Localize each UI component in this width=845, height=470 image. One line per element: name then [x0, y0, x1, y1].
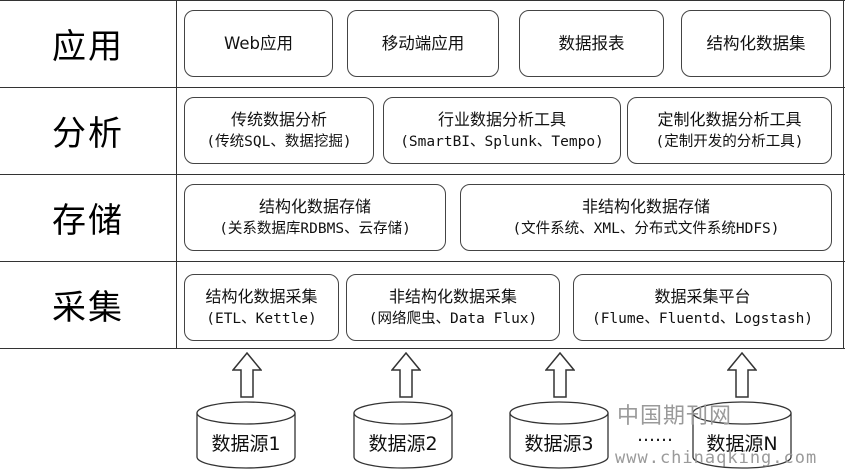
collect-box-platform: 数据采集平台 (Flume、Fluentd、Logstash): [573, 274, 832, 341]
layer-label-app: 应用: [52, 27, 124, 67]
collect-box-unstructured-sub: (网络爬虫、Data Flux): [368, 310, 538, 327]
collect-box-structured-sub: (ETL、Kettle): [206, 310, 317, 327]
layer-label-collect: 采集: [52, 288, 124, 328]
ellipsis: ……: [637, 425, 673, 446]
storage-box-structured-title: 结构化数据存储: [258, 197, 371, 217]
data-source-cylinder: 数据源2: [353, 401, 453, 469]
grid-line-4: [0, 348, 845, 349]
app-box-dataset-title: 结构化数据集: [706, 33, 806, 53]
up-arrow-icon: [727, 352, 757, 398]
layer-label-storage: 存储: [52, 201, 124, 241]
analysis-box-custom-sub: (定制开发的分析工具): [655, 133, 804, 150]
app-box-web-title: Web应用: [224, 33, 293, 53]
up-arrow-icon: [391, 352, 421, 398]
analysis-box-industry-sub: (SmartBI、Splunk、Tempo): [400, 133, 604, 150]
storage-box-unstructured-title: 非结构化数据存储: [581, 197, 710, 217]
layer-label-analysis: 分析: [52, 114, 124, 154]
storage-box-structured-sub: (关系数据库RDBMS、云存储): [219, 220, 411, 237]
data-source-cylinder: 数据源3: [509, 401, 609, 469]
collect-box-structured: 结构化数据采集 (ETL、Kettle): [184, 274, 339, 341]
analysis-box-traditional: 传统数据分析 (传统SQL、数据挖掘): [184, 97, 374, 164]
grid-line-1: [0, 87, 845, 88]
analysis-box-industry-title: 行业数据分析工具: [437, 110, 566, 130]
data-source-label: 数据源1: [211, 433, 281, 455]
grid-divider: [176, 0, 177, 348]
collect-box-unstructured: 非结构化数据采集 (网络爬虫、Data Flux): [346, 274, 560, 341]
app-box-web: Web应用: [184, 10, 333, 77]
analysis-box-custom: 定制化数据分析工具 (定制开发的分析工具): [627, 97, 832, 164]
data-source-label: 数据源N: [706, 433, 778, 455]
grid-line-top: [0, 0, 845, 1]
grid-right-edge: [843, 0, 844, 348]
collect-box-structured-title: 结构化数据采集: [205, 287, 318, 307]
data-source-label: 数据源3: [524, 433, 594, 455]
up-arrow-icon: [232, 352, 262, 398]
collect-box-platform-sub: (Flume、Fluentd、Logstash): [591, 310, 814, 327]
data-source-label: 数据源2: [368, 433, 438, 455]
grid-line-3: [0, 261, 845, 262]
storage-box-unstructured-sub: (文件系统、XML、分布式文件系统HDFS): [512, 220, 780, 237]
app-box-dataset: 结构化数据集: [681, 10, 831, 77]
storage-box-unstructured: 非结构化数据存储 (文件系统、XML、分布式文件系统HDFS): [460, 184, 832, 251]
app-box-report: 数据报表: [519, 10, 664, 77]
analysis-box-traditional-title: 传统数据分析: [230, 110, 327, 130]
grid-line-2: [0, 174, 845, 175]
storage-box-structured: 结构化数据存储 (关系数据库RDBMS、云存储): [184, 184, 446, 251]
collect-box-platform-title: 数据采集平台: [654, 287, 751, 307]
app-box-mobile: 移动端应用: [347, 10, 499, 77]
app-box-report-title: 数据报表: [558, 33, 625, 53]
analysis-box-industry: 行业数据分析工具 (SmartBI、Splunk、Tempo): [383, 97, 621, 164]
collect-box-unstructured-title: 非结构化数据采集: [388, 287, 517, 307]
app-box-mobile-title: 移动端应用: [381, 33, 465, 53]
analysis-box-custom-title: 定制化数据分析工具: [657, 110, 802, 130]
data-source-cylinder: 数据源1: [196, 401, 296, 469]
up-arrow-icon: [545, 352, 575, 398]
analysis-box-traditional-sub: (传统SQL、数据挖掘): [206, 133, 352, 150]
data-source-cylinder: 数据源N: [692, 401, 792, 469]
